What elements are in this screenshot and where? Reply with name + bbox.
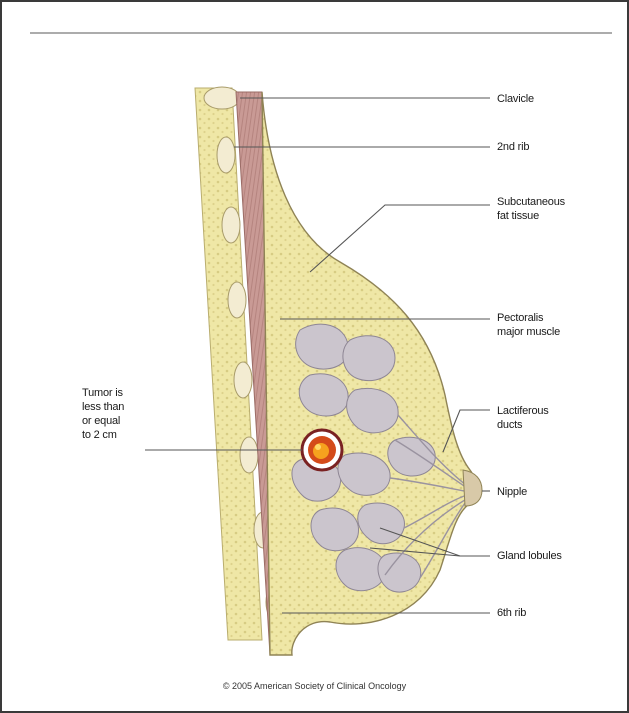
nipple [463,470,482,506]
label-nipple: Nipple [497,485,527,499]
label-subcutaneous-fat: Subcutaneous fat tissue [497,195,565,223]
label-pectoralis-major: Pectoralis major muscle [497,311,560,339]
label-gland-lobules: Gland lobules [497,549,562,563]
label-clavicle: Clavicle [497,92,534,106]
label-tumor: Tumor is less than or equal to 2 cm [82,386,124,442]
label-2nd-rib: 2nd rib [497,140,529,154]
label-lactiferous-ducts: Lactiferous ducts [497,404,549,432]
copyright-notice: © 2005 American Society of Clinical Onco… [0,681,629,691]
label-6th-rib: 6th rib [497,606,526,620]
tumor [302,430,342,470]
